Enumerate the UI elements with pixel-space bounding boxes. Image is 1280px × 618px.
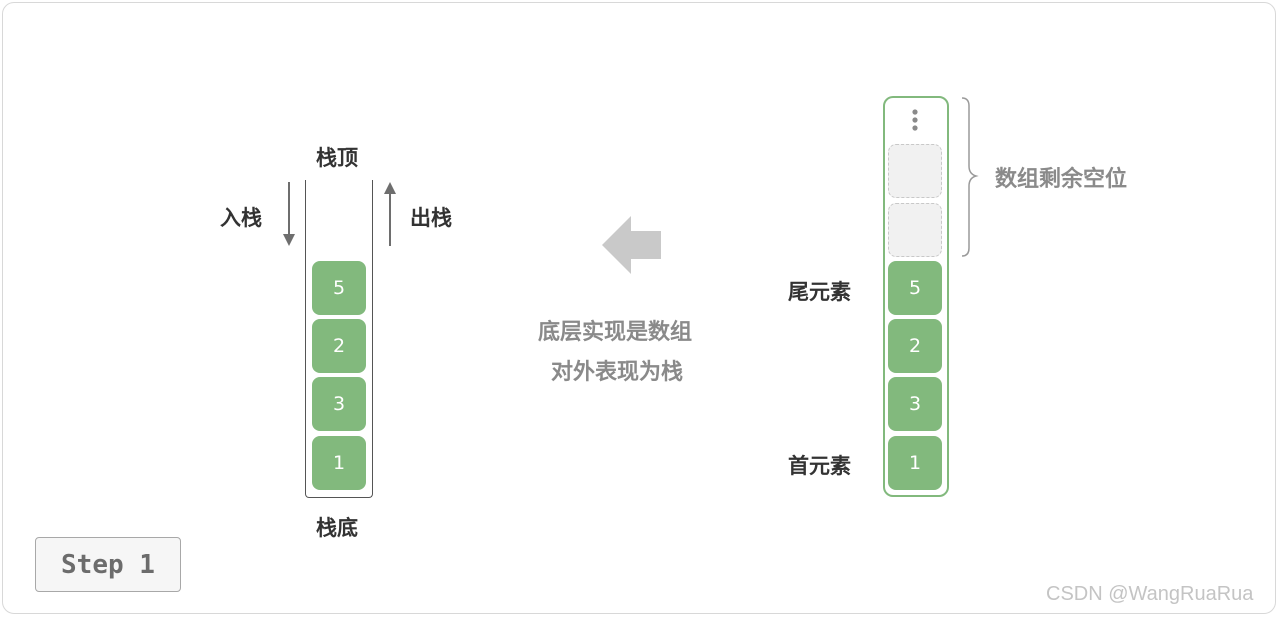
stack-container	[305, 180, 373, 498]
caption-line-1: 底层实现是数组	[538, 320, 693, 345]
empty-slot	[888, 203, 942, 257]
array-cell: 2	[888, 319, 942, 373]
array-cell: 5	[888, 261, 942, 315]
empty-slot	[888, 144, 942, 198]
stack-bottom-label: 栈底	[316, 516, 358, 540]
array-cell: 1	[888, 436, 942, 490]
stack-cell: 3	[312, 377, 366, 431]
stack-cell: 5	[312, 261, 366, 315]
left-arrow-icon	[602, 216, 661, 274]
array-container	[883, 96, 949, 497]
push-label: 入栈	[220, 206, 262, 230]
pop-arrow-icon	[384, 182, 396, 246]
watermark: CSDN @WangRuaRua	[1046, 583, 1254, 605]
caption-line-2: 对外表现为栈	[551, 360, 684, 385]
step-badge: Step 1	[35, 537, 181, 592]
tail-element-label: 尾元素	[788, 280, 851, 304]
head-element-label: 首元素	[788, 454, 851, 478]
brace-icon	[961, 97, 979, 257]
pop-label: 出栈	[410, 206, 452, 230]
stack-cell: 2	[312, 319, 366, 373]
stack-cell: 1	[312, 436, 366, 490]
array-cell: 3	[888, 377, 942, 431]
stack-top-label: 栈顶	[316, 146, 358, 170]
ellipsis-icon	[912, 109, 918, 131]
free-slots-label: 数组剩余空位	[995, 167, 1128, 192]
push-arrow-icon	[283, 182, 295, 246]
